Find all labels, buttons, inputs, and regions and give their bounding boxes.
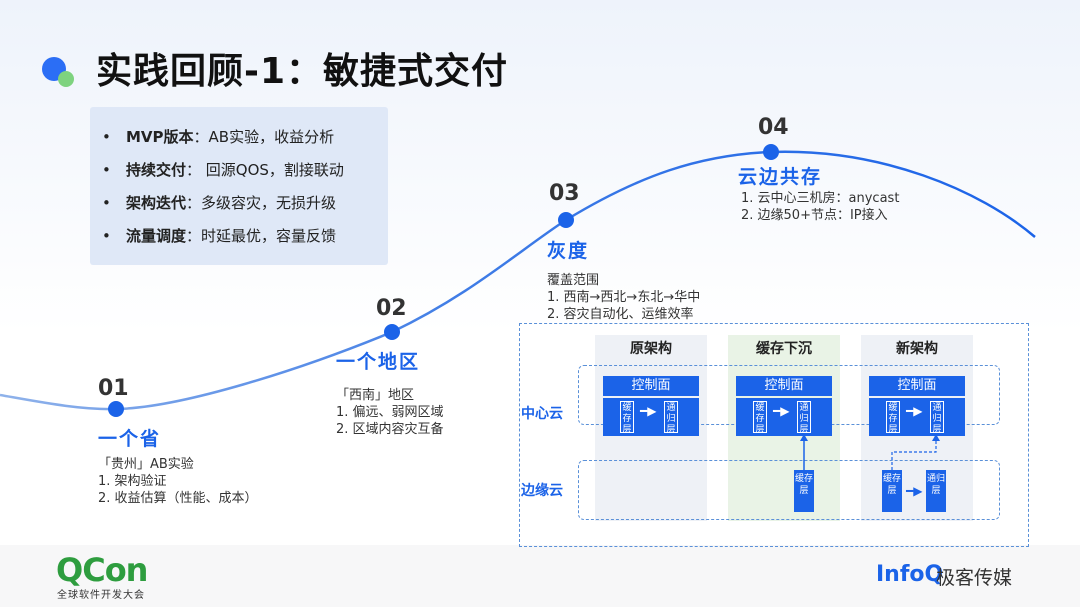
summary-item: • 架构迭代：多级容灾，无损升级 xyxy=(102,187,388,220)
summary-text: ：AB实验，收益分析 xyxy=(193,128,335,146)
summary-box: • MVP版本：AB实验，收益分析 • 持续交付： 回源QOS，割接联动 • 架构迭代… xyxy=(90,107,388,265)
stage-note-line: 2. 容灾自动化、运维效率 xyxy=(547,307,694,322)
stage-marker-icon xyxy=(558,212,574,228)
arrow-right-icon: ━▶ xyxy=(640,404,657,418)
arrow-up-icon xyxy=(800,434,808,441)
control-plane-block: 控制面 xyxy=(869,376,965,396)
summary-item: • 流量调度：时延最优，容量反馈 xyxy=(102,220,388,253)
control-plane-block: 控制面 xyxy=(736,376,832,396)
stage-note: 「贵州」AB实验 1. 架构验证 2. 收益估算（性能、成本） xyxy=(98,456,258,507)
control-plane-block: 控制面 xyxy=(603,376,699,396)
stage-note-line: 1. 西南→西北→东北→华中 xyxy=(547,290,701,305)
cache-layer-box: 缓存层 xyxy=(753,401,767,435)
edge-cache-layer-box: 缓存层 xyxy=(882,470,902,512)
stage-marker-icon xyxy=(108,401,124,417)
infoq-subtitle: 极客传媒 xyxy=(936,567,1013,589)
column-title: 原架构 xyxy=(630,341,672,357)
summary-term: 架构迭代 xyxy=(126,194,187,212)
summary-term: MVP版本 xyxy=(126,128,194,146)
stage-note-line: 1. 偏远、弱网区域 xyxy=(336,405,444,420)
qcon-logo: QCon xyxy=(56,551,148,589)
stage-note: 覆盖范围 1. 西南→西北→东北→华中 2. 容灾自动化、运维效率 xyxy=(547,272,700,323)
edge-cache-layer-box: 缓存层 xyxy=(794,470,814,512)
stage-note: 1. 云中心三机房：anycast 2. 边缘50+节点：IP接入 xyxy=(741,190,899,224)
stage-number: 02 xyxy=(376,296,407,321)
dashed-connector xyxy=(891,439,937,470)
service-block xyxy=(869,398,965,436)
arrow-right-icon: ━▶ xyxy=(906,484,923,498)
stage-name: 灰度 xyxy=(547,240,590,262)
column-title: 新架构 xyxy=(896,341,938,357)
cache-layer-box: 缓存层 xyxy=(620,401,634,435)
summary-item: • 持续交付： 回源QOS，割接联动 xyxy=(102,154,388,187)
infoq-logo: InfoQ xyxy=(876,562,944,587)
qcon-subtitle: 全球软件开发大会 xyxy=(57,590,145,601)
service-block xyxy=(736,398,832,436)
summary-term: 流量调度 xyxy=(126,227,187,245)
stage-note-line: 2. 区域内容灾互备 xyxy=(336,422,444,437)
origin-layer-box: 通归层 xyxy=(664,401,678,435)
bullet-icon: • xyxy=(102,161,111,179)
origin-layer-box: 通归层 xyxy=(797,401,811,435)
architecture-frame xyxy=(519,323,1029,547)
edge-cloud-row xyxy=(578,460,1000,520)
edge-origin-layer-box: 通归层 xyxy=(926,470,946,512)
stage-note-line: 2. 收益估算（性能、成本） xyxy=(98,491,258,506)
column-title: 缓存下沉 xyxy=(756,341,812,357)
row-label: 边缘云 xyxy=(521,483,563,499)
stage-number: 03 xyxy=(549,181,580,206)
footer-band xyxy=(0,545,1080,607)
bullet-icon: • xyxy=(102,128,111,146)
bullet-icon: • xyxy=(102,194,111,212)
summary-text: ：时延最优，容量反馈 xyxy=(186,227,337,245)
summary-item: • MVP版本：AB实验，收益分析 xyxy=(102,121,388,154)
stage-name: 云边共存 xyxy=(738,166,823,188)
page-title: 实践回顾-1：敏捷式交付 xyxy=(96,51,508,92)
stage-note: 「西南」地区 1. 偏远、弱网区域 2. 区域内容灾互备 xyxy=(336,387,444,438)
summary-text: ： 回源QOS，割接联动 xyxy=(186,161,344,179)
stage-marker-icon xyxy=(763,144,779,160)
stage-name: 一个省 xyxy=(98,428,162,450)
stage-number: 01 xyxy=(98,376,129,401)
stage-note-line: 2. 边缘50+节点：IP接入 xyxy=(741,208,888,223)
summary-text: ：多级容灾，无损升级 xyxy=(186,194,337,212)
stage-name: 一个地区 xyxy=(336,351,421,373)
origin-layer-box: 通归层 xyxy=(930,401,944,435)
service-block xyxy=(603,398,699,436)
row-label: 中心云 xyxy=(521,406,563,422)
arrow-right-icon: ━▶ xyxy=(906,404,923,418)
stage-note-line: 覆盖范围 xyxy=(547,273,600,288)
summary-term: 持续交付 xyxy=(126,161,187,179)
stage-note-line: 1. 云中心三机房：anycast xyxy=(741,191,900,206)
arrow-up-icon xyxy=(932,434,940,441)
stage-number: 04 xyxy=(758,115,789,140)
stage-note-line: 1. 架构验证 xyxy=(98,474,167,489)
title-bullet-accent-icon xyxy=(58,71,74,87)
connector-lines xyxy=(800,434,940,470)
stage-note-line: 「贵州」AB实验 xyxy=(98,457,194,472)
stage-marker-icon xyxy=(384,324,400,340)
cache-layer-box: 缓存层 xyxy=(886,401,900,435)
arrow-right-icon: ━▶ xyxy=(773,404,790,418)
stage-note-line: 「西南」地区 xyxy=(336,388,415,403)
bullet-icon: • xyxy=(102,227,111,245)
